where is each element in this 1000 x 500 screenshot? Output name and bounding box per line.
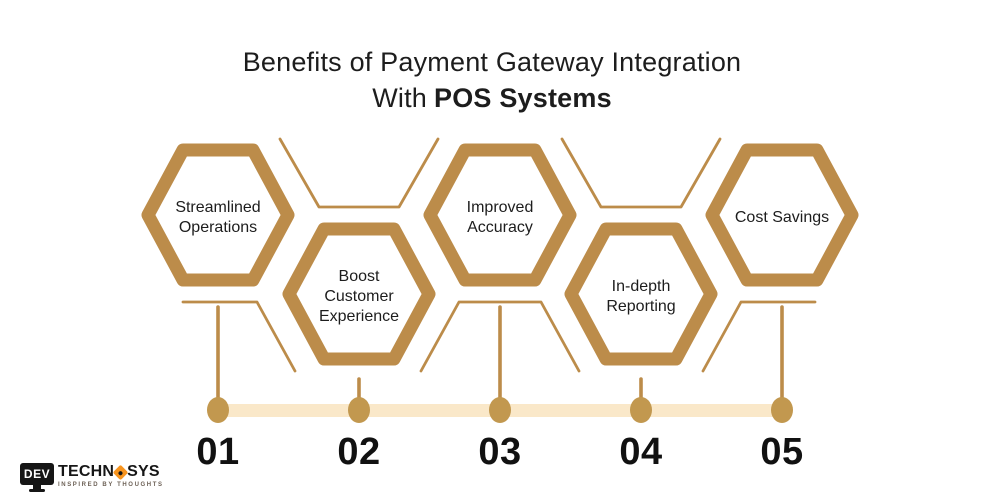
milestone-number-1: 01 [196,431,240,473]
logo-monitor-screen: DEV [20,463,54,485]
timeline-dot-1 [207,397,229,423]
milestone-number-5: 05 [760,431,804,473]
benefit-label-3: Improved Accuracy [466,199,534,236]
brand-logo: DEV TECHN SYS INSPIRED BY THOUGHTS [20,463,164,492]
logo-text-sys: SYS [127,463,160,480]
title-line-2-bold: POS Systems [434,83,612,113]
hexagon-4 [564,222,718,366]
milestone-number-2: 02 [337,431,381,473]
timeline-dot-2 [348,397,370,423]
thin-hexagon-outline-bottom-2 [419,300,581,373]
logo-text-techn: TECHN [58,463,115,480]
benefit-label-1: Streamlined Operations [175,199,261,236]
benefit-label-2: Boost Customer Experience [318,268,400,325]
hexagon-2 [282,222,436,366]
milestone-number-3: 03 [478,431,522,473]
hexagon-3 [423,143,577,287]
logo-tagline: INSPIRED BY THOUGHTS [58,482,164,488]
thin-hexagon-outline-top-1 [278,137,440,209]
gear-icon [112,464,129,480]
page-title: Benefits of Payment Gateway Integration … [0,44,984,116]
thin-hexagon-outline-bottom-1 [181,300,297,373]
logo-monitor: DEV [20,463,54,492]
milestone-number-4: 04 [619,431,663,473]
hexagon-5 [705,143,859,287]
gear-icon-hole [117,469,124,475]
logo-brand-row: TECHN SYS [58,463,164,481]
timeline-dot-4 [630,397,652,423]
timeline-dot-5 [771,397,793,423]
monitor-stand-base [29,489,45,492]
thin-hexagon-outline-top-2 [560,137,722,209]
benefit-label-5: Cost Savings [734,209,830,226]
title-line-1: Benefits of Payment Gateway Integration [242,47,742,77]
thin-hexagon-outline-bottom-3 [701,300,817,373]
title-line-2-prefix: With [372,83,427,113]
benefit-label-4: In-depth Reporting [606,278,676,315]
monitor-stand [33,485,41,489]
hexagon-1 [141,143,295,287]
logo-wordmark: TECHN SYS INSPIRED BY THOUGHTS [58,463,164,488]
timeline-dot-3 [489,397,511,423]
